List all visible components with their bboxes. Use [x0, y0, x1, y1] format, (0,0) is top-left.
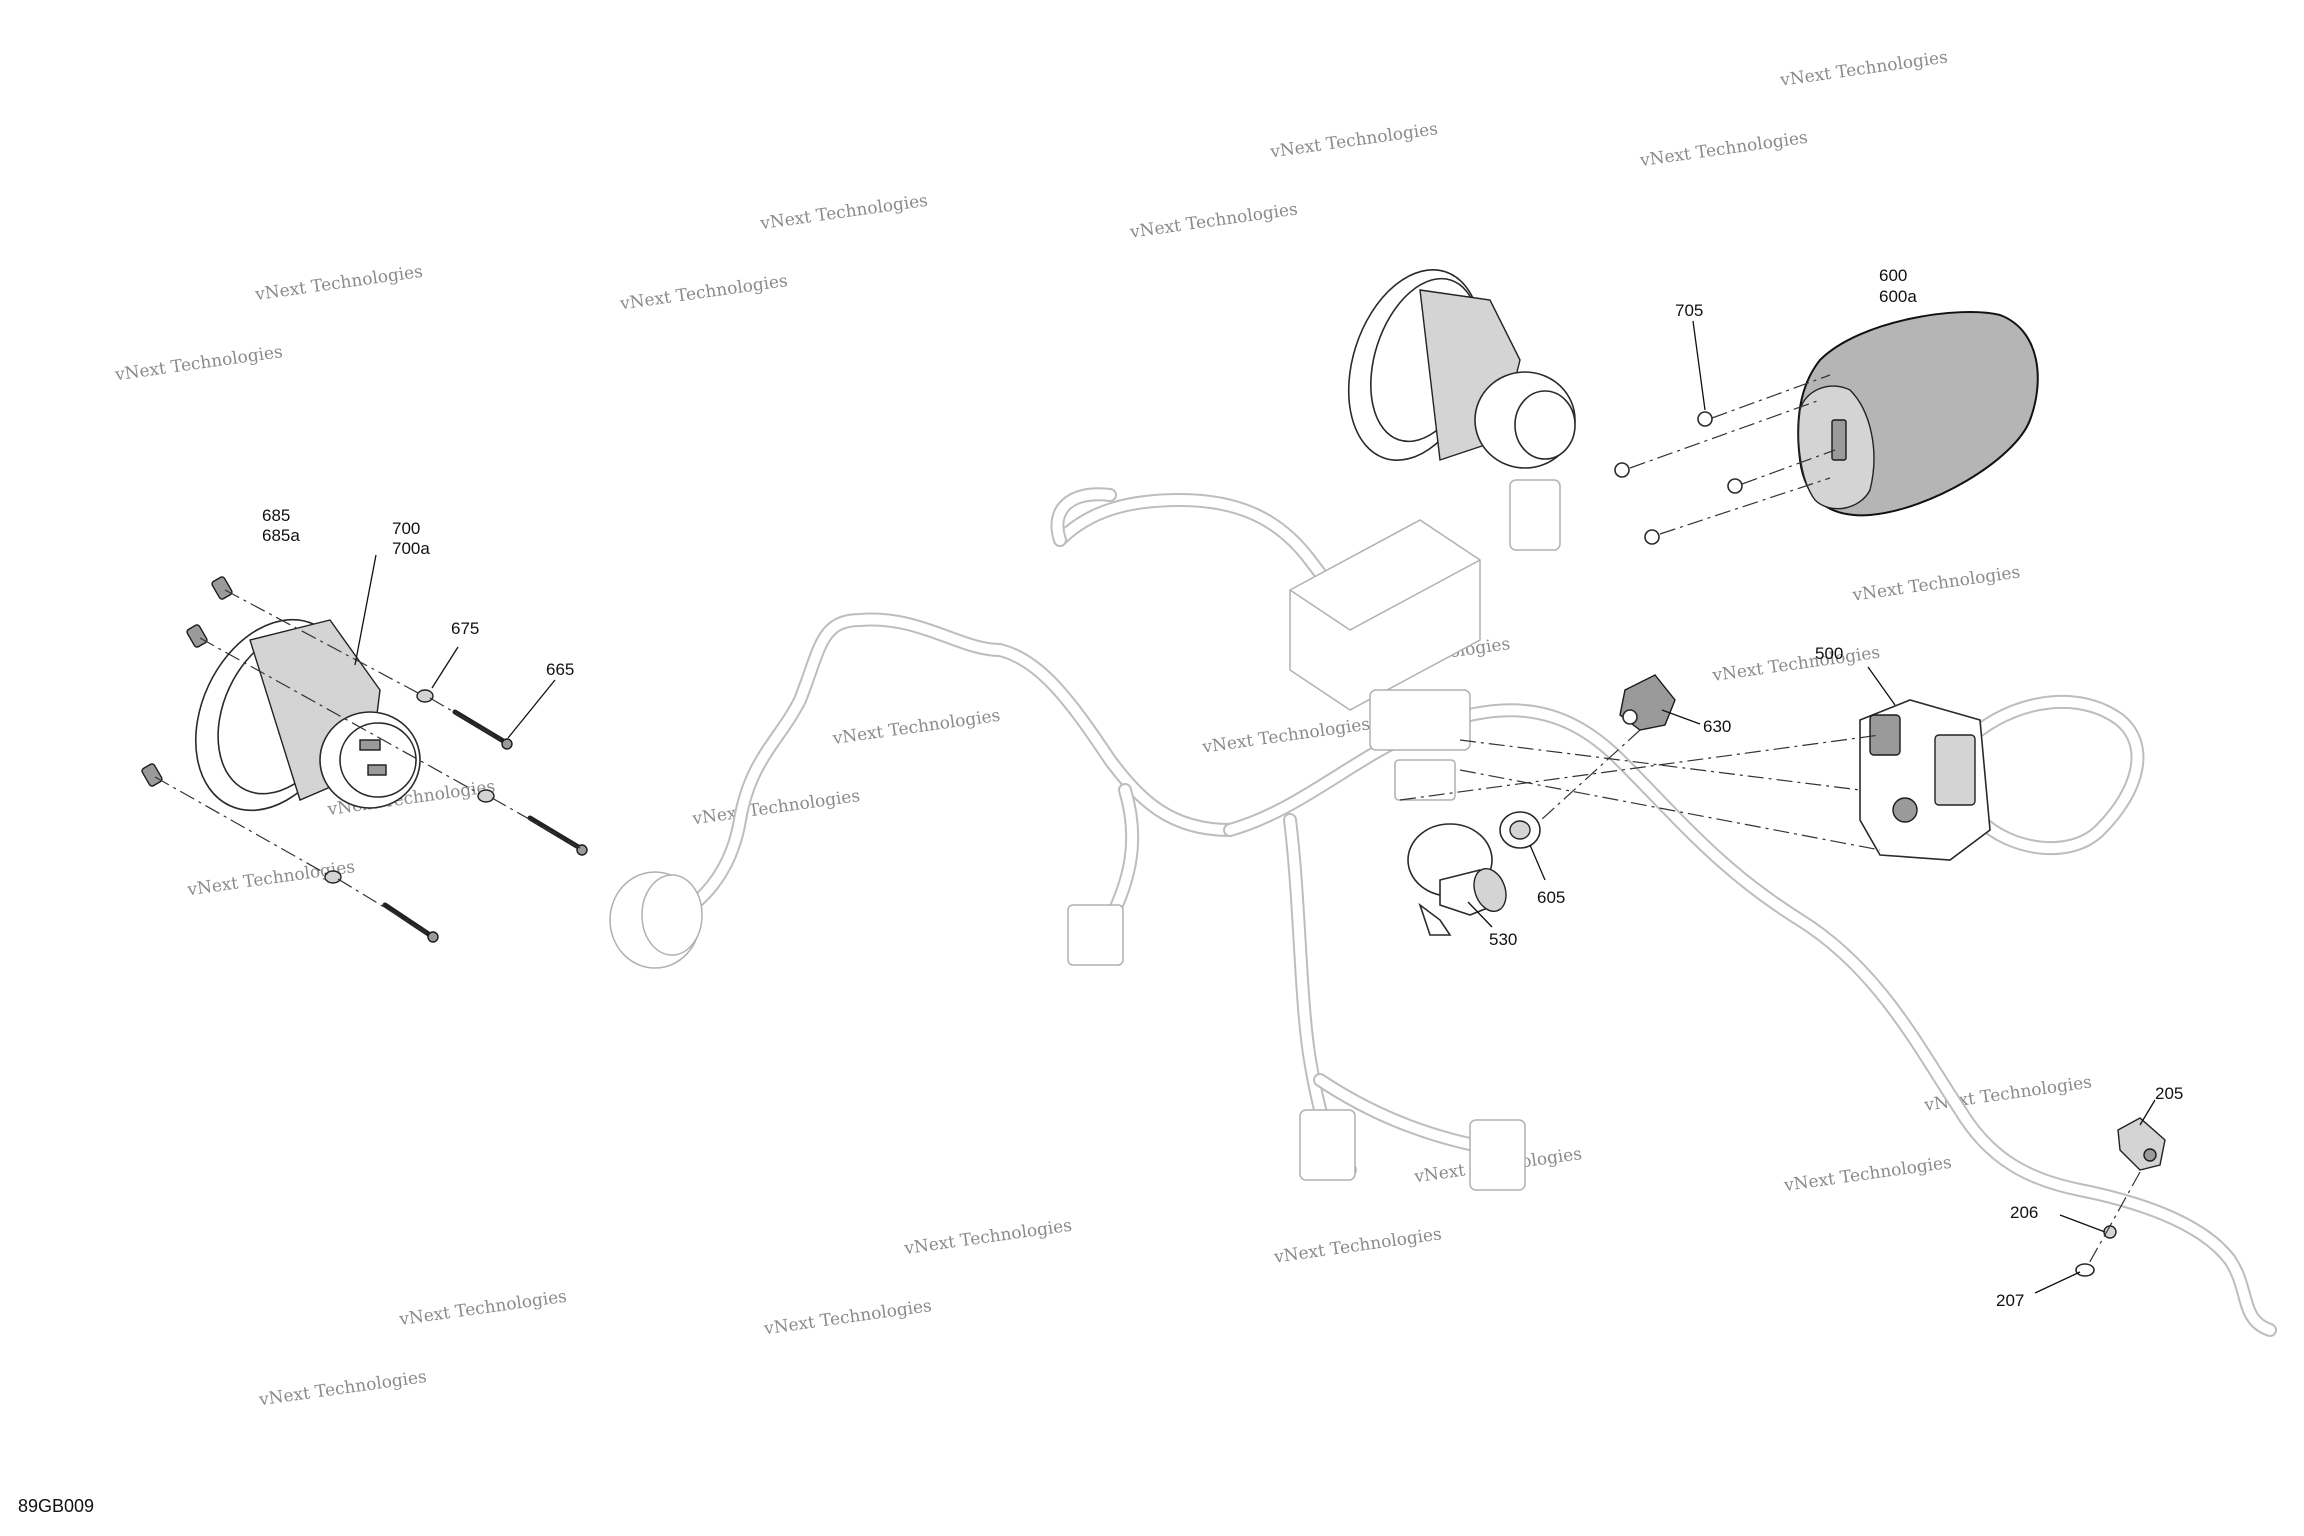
callout-205: 205	[2155, 1084, 2183, 1103]
svg-text:vNext Technologies: vNext Technologies	[902, 1216, 1073, 1259]
alignment-line-sensor	[2087, 1171, 2141, 1266]
callout-600a: 600a	[1879, 287, 1917, 306]
svg-text:vNext Technologies: vNext Technologies	[762, 1296, 933, 1339]
washer-675	[324, 689, 495, 884]
grommet-605	[1499, 811, 1541, 849]
svg-text:vNext Technologies: vNext Technologies	[397, 1287, 568, 1330]
lens-600	[1797, 311, 2039, 517]
callout-605: 605	[1537, 888, 1565, 907]
bracket-205	[2117, 1117, 2166, 1171]
svg-text:vNext Technologies: vNext Technologies	[1200, 714, 1371, 757]
svg-text:vNext Technologies: vNext Technologies	[1638, 128, 1809, 171]
left-headlamp-700	[194, 618, 421, 812]
bulb-530	[1407, 823, 1507, 936]
watermark: vNext Technologies vNext Technologies	[618, 191, 929, 315]
adjust-screw-685	[141, 576, 233, 787]
screw-705	[1614, 411, 1743, 545]
svg-text:vNext Technologies: vNext Technologies	[113, 342, 284, 385]
callout-685: 685	[262, 506, 290, 525]
watermark: vNext Technologies vNext Technologies	[113, 262, 424, 386]
svg-text:vNext Technologies: vNext Technologies	[1850, 562, 2021, 605]
wiring-harness	[609, 479, 2277, 1337]
svg-text:vNext Technologies: vNext Technologies	[1778, 47, 1949, 90]
callout-675: 675	[451, 619, 479, 638]
watermark: vNext Technologies vNext Technologies	[690, 706, 1001, 830]
callout-500: 500	[1815, 644, 1843, 663]
svg-text:vNext Technologies: vNext Technologies	[1128, 199, 1299, 242]
svg-text:vNext Technologies: vNext Technologies	[1272, 1224, 1443, 1267]
alignment-lines-switch	[1399, 734, 1881, 851]
svg-text:vNext Technologies: vNext Technologies	[1782, 1153, 1953, 1196]
svg-text:vNext Technologies: vNext Technologies	[618, 271, 789, 314]
svg-text:vNext Technologies: vNext Technologies	[253, 262, 424, 305]
svg-text:vNext Technologies: vNext Technologies	[1710, 643, 1881, 686]
callout-700a: 700a	[392, 539, 430, 558]
washer-207	[2075, 1263, 2095, 1277]
callout-665: 665	[546, 660, 574, 679]
callout-700: 700	[392, 519, 420, 538]
watermark: vNext Technologies vNext Technologies	[1710, 562, 2021, 686]
svg-text:vNext Technologies: vNext Technologies	[1268, 119, 1439, 162]
svg-text:vNext Technologies: vNext Technologies	[830, 706, 1001, 749]
drawing-id: 89GB009	[18, 1496, 95, 1516]
svg-text:vNext Technologies: vNext Technologies	[758, 191, 929, 234]
callout-685a: 685a	[262, 526, 300, 545]
socket-630	[1619, 674, 1676, 731]
nut-206	[2103, 1225, 2117, 1239]
watermark: vNext Technologies vNext Technologies	[257, 1287, 568, 1411]
watermark: vNext Technologies vNext Technologies	[762, 1216, 1073, 1340]
callout-207: 207	[1996, 1291, 2024, 1310]
callout-206: 206	[2010, 1203, 2038, 1222]
upper-headlamp	[1347, 269, 1576, 469]
alignment-lines-left	[154, 589, 581, 936]
alignment-lines-lens	[1629, 374, 1836, 535]
watermark: vNext Technologies vNext Technologies	[1638, 47, 1949, 171]
watermark: vNext Technologies vNext Technologies	[1128, 119, 1439, 243]
leader-lines	[354, 320, 2156, 1294]
callout-630: 630	[1703, 717, 1731, 736]
callout-530: 530	[1489, 930, 1517, 949]
callout-600: 600	[1879, 266, 1907, 285]
svg-text:vNext Technologies: vNext Technologies	[257, 1367, 428, 1410]
switch-500	[1859, 699, 1991, 861]
callout-705: 705	[1675, 301, 1703, 320]
svg-text:vNext Technologies: vNext Technologies	[690, 786, 861, 829]
alignment-line-socket	[1529, 729, 1641, 831]
callout-labels: 685 685a 700 700a 675 665 705 600 600a 5…	[262, 266, 2183, 1310]
